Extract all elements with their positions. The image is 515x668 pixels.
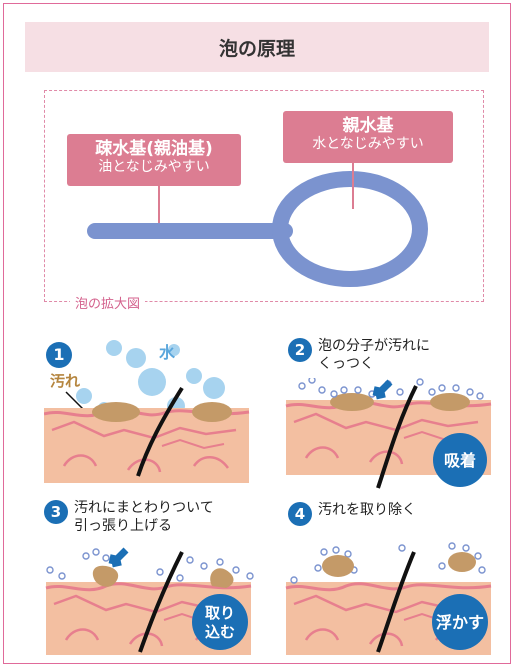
hydrophobic-callout: 疎水基(親油基) 油となじみやすい (67, 134, 241, 186)
step-4-label: 4 汚れを取り除く (288, 502, 416, 526)
dirt-blob (92, 402, 140, 422)
step-1-number: 1 (46, 342, 72, 368)
hydrophobic-desc: 油となじみやすい (98, 159, 210, 176)
hair (376, 551, 416, 653)
capture-badge-line2: 込む (205, 623, 235, 641)
page-title: 泡の原理 (25, 22, 489, 72)
step-2-label: 2 泡の分子が汚れに くっつく (288, 338, 430, 373)
step-2-panel: 吸着 (284, 378, 493, 489)
water-label: 水 (159, 343, 176, 362)
dirt-blob (430, 393, 470, 411)
hydrophobic-tail (87, 223, 293, 239)
hair (138, 551, 184, 653)
step-3-number: 3 (44, 500, 68, 524)
foam-molecules (46, 548, 254, 582)
hydrophilic-callout: 親水基 水となじみやすい (283, 111, 453, 163)
arrow-icon (108, 547, 129, 568)
step-3-text: 汚れにまとわりついて 引っ張り上げる (74, 500, 214, 534)
hair (376, 385, 418, 489)
dirt-blob (322, 555, 354, 577)
step-2-text: 泡の分子が汚れに くっつく (318, 338, 430, 372)
hydrophobic-name: 疎水基(親油基) (95, 139, 213, 159)
step-1-label: 1 (46, 342, 78, 368)
float-badge-text: 浮かす (436, 613, 484, 632)
surfactant-molecule (87, 161, 428, 287)
zoom-label: 泡の拡大図 (70, 293, 146, 312)
dirt-label: 汚れ (50, 372, 80, 390)
dirt-blob (210, 568, 234, 588)
dirt-blob (192, 402, 232, 422)
step-3-panel: 取り 込む (44, 547, 254, 655)
capture-badge-line1: 取り (205, 604, 235, 622)
dirt-blob (92, 565, 119, 587)
step-1-panel: 水 汚れ (44, 340, 251, 484)
hydrophilic-name: 親水基 (342, 116, 394, 136)
hydrophilic-desc: 水となじみやすい (312, 136, 424, 153)
float-badge (432, 594, 488, 650)
dirt-blob (330, 393, 374, 411)
hydrophilic-head (272, 171, 428, 287)
step-4-panel: 浮かす (284, 542, 493, 655)
arrow-icon (372, 379, 393, 400)
adsorb-badge-text: 吸着 (444, 451, 476, 470)
step-2-number: 2 (288, 338, 312, 362)
molecule-diagram: 疎水基(親油基) 油となじみやすい 親水基 水となじみやすい (44, 90, 484, 302)
step-4-number: 4 (288, 502, 312, 526)
step-3-label: 3 汚れにまとわりついて 引っ張り上げる (44, 500, 214, 535)
capture-badge (192, 594, 248, 650)
hair (136, 386, 184, 477)
foam-molecules (290, 542, 486, 584)
step-4-text: 汚れを取り除く (318, 502, 416, 518)
adsorb-badge (433, 433, 487, 487)
dirt-blob (448, 552, 476, 572)
